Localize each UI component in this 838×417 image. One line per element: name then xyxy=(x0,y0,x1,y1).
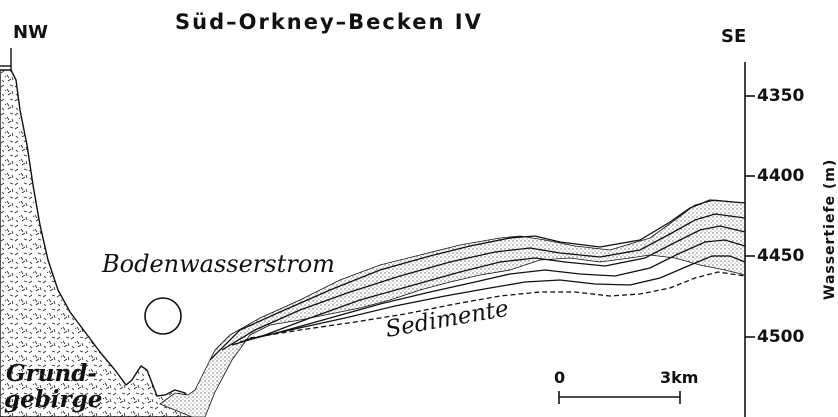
scale-start-label: 0 xyxy=(554,368,565,387)
basement-label-line2: gebirge xyxy=(4,386,102,413)
se-label: SE xyxy=(721,26,746,47)
current-label: Bodenwasserstrom xyxy=(101,250,335,278)
sediment-layers xyxy=(210,200,745,360)
tick-label-4500: 4500 xyxy=(757,327,804,347)
depth-axis: 4350 4400 4450 4500 Wassertiefe (m) xyxy=(745,62,838,417)
tick-label-4450: 4450 xyxy=(757,246,804,266)
tick-label-4400: 4400 xyxy=(757,166,804,186)
page-title: Süd–Orkney–Becken IV xyxy=(175,10,483,34)
nw-label: NW xyxy=(13,22,48,43)
axis-title: Wassertiefe (m) xyxy=(822,159,838,300)
current-symbol xyxy=(145,298,181,334)
basement-label-line1: Grund- xyxy=(6,360,97,387)
scale-bar: 0 3km xyxy=(554,368,698,404)
tick-label-4350: 4350 xyxy=(757,86,804,106)
scale-end-label: 3km xyxy=(660,368,698,387)
sediments-label: Sedimente xyxy=(384,296,511,343)
